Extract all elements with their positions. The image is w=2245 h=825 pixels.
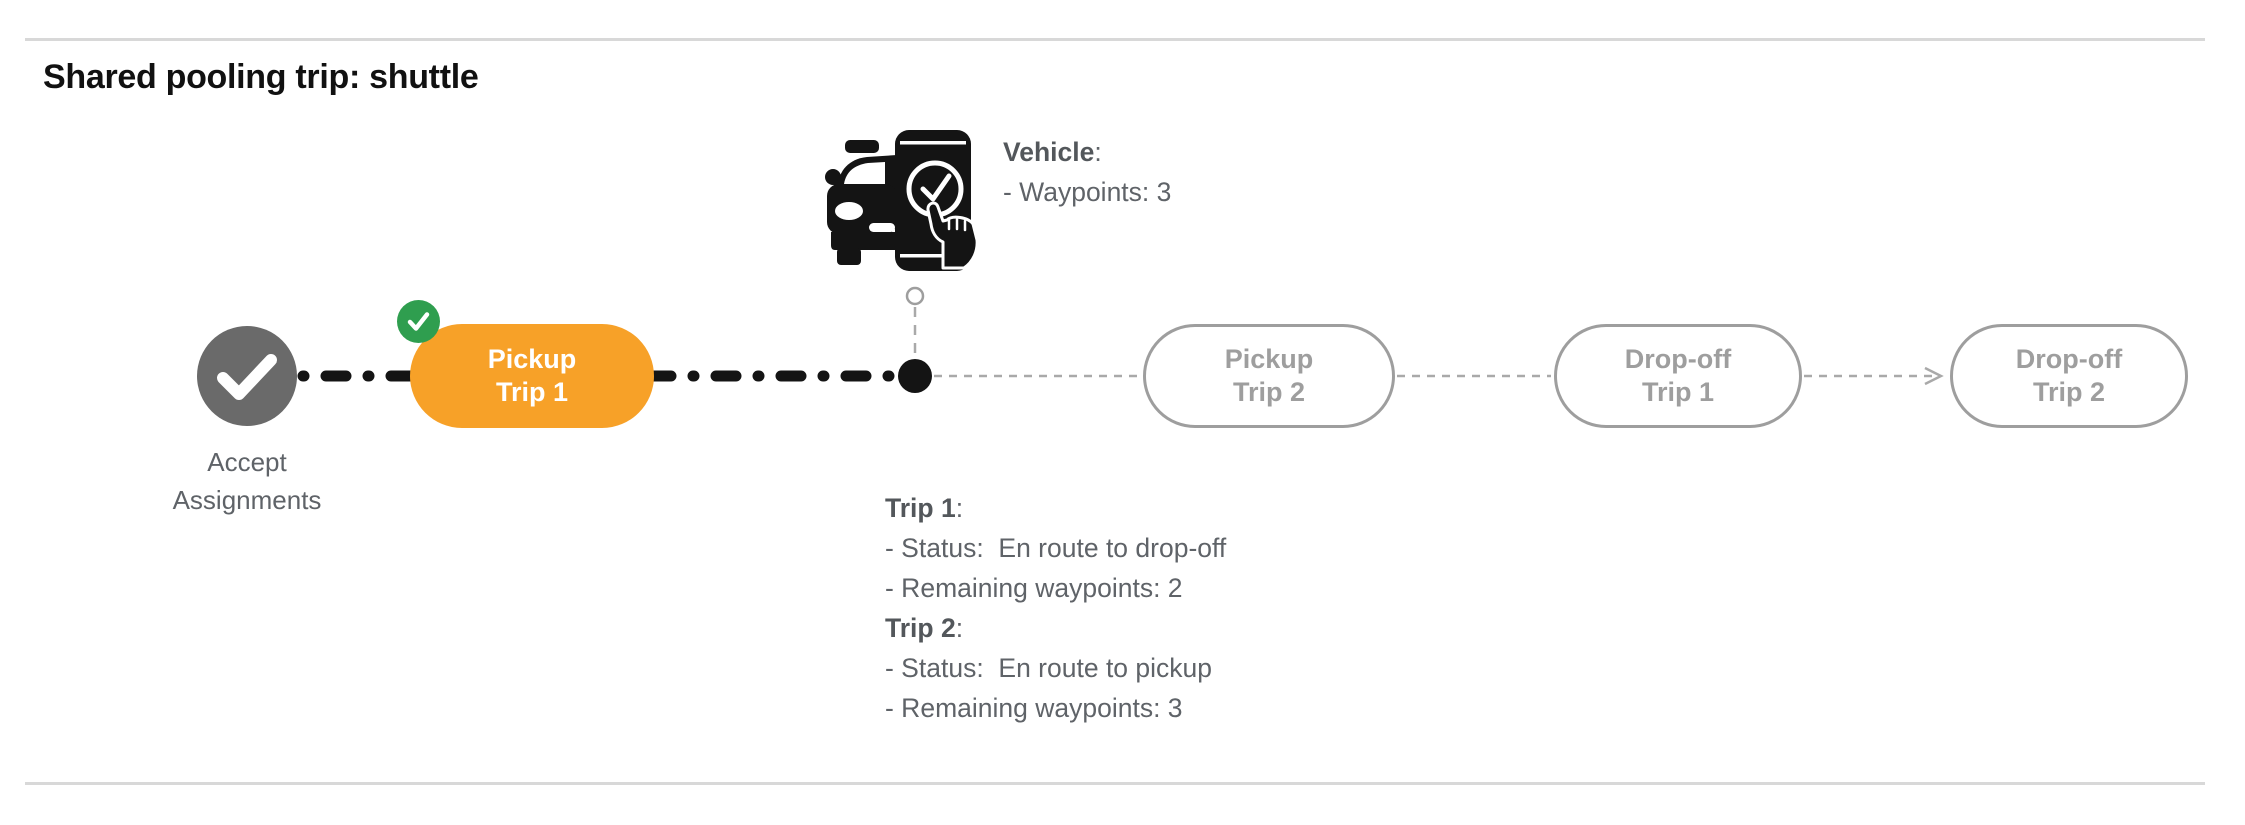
stage-pickup-trip-1-pill: Pickup Trip 1 [410,324,654,428]
stage-dropoff-trip-1-pill: Drop-off Trip 1 [1554,324,1802,428]
trip-info: Trip 1: - Status: En route to drop-off -… [885,488,1226,728]
stage-pickup-trip-2-pill: Pickup Trip 2 [1143,324,1395,428]
bottom-divider [25,782,2205,785]
hand-icon [926,201,979,270]
trip-1-status-line: - Status: En route to drop-off [885,533,1227,563]
pill-label-line: Drop-off [2015,344,2123,374]
trip-1-waypoints-line: - Remaining waypoints: 2 [885,573,1183,603]
pill-label-line: Trip 1 [495,377,569,407]
trip-2-status-line: - Status: En route to pickup [885,653,1213,683]
vehicle-waypoints-line: - Waypoints: 3 [1003,177,1172,207]
check-icon [217,354,277,400]
vehicle-info: Vehicle: - Waypoints: 3 [1003,132,1171,212]
trip-2-waypoints-line: - Remaining waypoints: 3 [885,693,1183,723]
trip-2-title: Trip 2: [885,613,964,643]
label-line: Accept [207,447,287,477]
vehicle-info-title: Vehicle: [1003,137,1102,167]
pill-label-line: Drop-off [1624,344,1732,374]
pill-label-line: Pickup [487,344,577,374]
car-icon [825,140,897,265]
trip-1-title: Trip 1: [885,493,964,523]
diagram-title: Shared pooling trip: shuttle [43,58,479,96]
pill-label-line: Pickup [1224,344,1314,374]
pill-label-line: Trip 2 [2032,377,2106,407]
completed-badge [397,300,440,343]
pill-label-line: Trip 1 [1641,377,1715,407]
pill-label-line: Trip 2 [1232,377,1306,407]
vehicle-anchor-circle [905,286,925,306]
stage-accept-assignments-label: Accept Assignments [97,443,397,519]
current-position-dot [898,359,932,393]
stage-dropoff-trip-2-pill: Drop-off Trip 2 [1950,324,2188,428]
label-line: Assignments [172,485,322,515]
check-icon [407,312,430,331]
stage-accept-assignments-node [197,326,297,426]
vehicle-app-icon [825,128,983,278]
top-divider [25,38,2205,41]
arrowhead-icon [1924,366,1944,386]
